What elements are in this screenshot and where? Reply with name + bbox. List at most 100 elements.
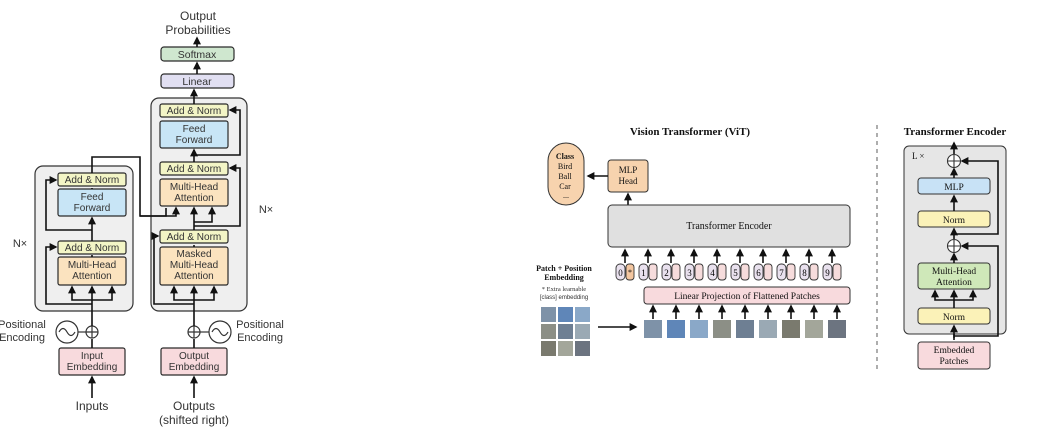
residual-add-icon-bottom: [946, 238, 962, 254]
patch-thumbnail: [644, 320, 662, 338]
patch-thumbnail: [828, 320, 846, 338]
encoder-block-lx: L ×: [912, 151, 925, 161]
embedded-patches-box: [917, 341, 991, 370]
patch-thumbnail: [736, 320, 754, 338]
linear-projection-label: Linear Projection of Flattened Patches: [674, 291, 820, 302]
token-row: 0 * 1 2 3 4 5 6 7 8 9: [615, 248, 842, 281]
position-embedding-1: [638, 263, 649, 281]
encoder-norm-bottom-label: Norm: [943, 313, 966, 323]
patch-sequence: [644, 304, 846, 338]
encoder-block-title: Transformer Encoder: [904, 126, 1007, 138]
patch-embedding-6: [763, 263, 773, 281]
patch-embedding-9: [832, 263, 842, 281]
position-embedding-5: [730, 263, 741, 281]
patch-embedding-8: [809, 263, 819, 281]
vit-diagram: Vision Transformer (ViT) Class Bird Ball…: [536, 126, 851, 356]
token-index-1: 1: [641, 268, 646, 278]
inputs-label: Inputs: [76, 399, 109, 413]
patch-thumbnail: [805, 320, 823, 338]
position-embedding-0: [615, 263, 626, 281]
linear-label: Linear: [182, 76, 212, 88]
image-grid-patch: [558, 341, 573, 356]
position-embedding-9: [822, 263, 833, 281]
encoder-add-norm-2-label: Add & Norm: [65, 175, 119, 186]
patch-embedding-5: [740, 263, 750, 281]
transformer-arrows: [45, 36, 241, 398]
decoder-multi-head-attention: [159, 178, 229, 207]
patch-embedding-3: [694, 263, 704, 281]
class-token-star: *: [628, 268, 632, 277]
encoder-mlp-label: MLP: [944, 183, 964, 193]
patch-embedding-1: [648, 263, 658, 281]
token-index-9: 9: [825, 268, 830, 278]
vit-transformer-encoder: [607, 204, 851, 248]
image-grid-patch: [575, 324, 590, 339]
image-grid-patch: [541, 307, 556, 322]
linear-projection-box: [643, 286, 851, 305]
decoder-add-norm-1-label: Add & Norm: [167, 232, 221, 243]
image-grid-patch: [575, 341, 590, 356]
image-grid-patch: [558, 324, 573, 339]
extra-embedding-note: * Extra learnable[class] embedding: [540, 286, 588, 301]
patch-embedding-7: [786, 263, 796, 281]
position-embedding-3: [684, 263, 695, 281]
position-embedding-8: [799, 263, 810, 281]
patch-embedding-4: [717, 263, 727, 281]
encoder-nx-label: N×: [13, 238, 27, 250]
token-index-8: 8: [802, 268, 807, 278]
encoder-stack: [34, 165, 134, 312]
position-embedding-6: [753, 263, 764, 281]
decoder-add-icon: [187, 325, 201, 339]
patch-thumbnail: [759, 320, 777, 338]
token-index-6: 6: [756, 268, 761, 278]
class-output-box: [547, 142, 585, 206]
vit-title: Vision Transformer (ViT): [630, 126, 751, 138]
position-embedding-2: [661, 263, 672, 281]
softmax-label: Softmax: [178, 49, 217, 61]
token-index-2: 2: [664, 268, 669, 278]
position-embedding-7: [776, 263, 787, 281]
image-grid-patch: [541, 324, 556, 339]
encoder-norm-top-label: Norm: [943, 216, 966, 226]
token-index-0: 0: [618, 268, 623, 278]
token-index-5: 5: [733, 268, 738, 278]
token-index-4: 4: [710, 268, 715, 278]
token-index-3: 3: [687, 268, 692, 278]
decoder-add-norm-2-label: Add & Norm: [167, 164, 221, 175]
encoder-block-diagram: Transformer Encoder L × MLP Norm Multi-H…: [903, 126, 1007, 370]
position-embedding-4: [707, 263, 718, 281]
image-grid-patch: [558, 307, 573, 322]
image-grid-patch: [575, 307, 590, 322]
patch-thumbnail: [782, 320, 800, 338]
input-image-grid: [541, 307, 590, 356]
image-grid-patch: [541, 341, 556, 356]
outputs-label: Outputs(shifted right): [159, 399, 229, 427]
residual-add-icon-top: [946, 153, 962, 169]
token-index-7: 7: [779, 268, 784, 278]
encoder-add-norm-1-label: Add & Norm: [65, 243, 119, 254]
patch-embedding-2: [671, 263, 681, 281]
decoder-feed-forward: [159, 120, 229, 149]
patch-thumbnail: [690, 320, 708, 338]
decoder-add-norm-3-label: Add & Norm: [167, 106, 221, 117]
vit-transformer-encoder-label: Transformer Encoder: [686, 221, 772, 232]
class-output-label: Class Bird Ball Car ...: [556, 152, 576, 200]
class-token-embedding: [625, 263, 635, 281]
decoder-nx-label: N×: [259, 204, 273, 216]
encoder-add-icon: [85, 325, 99, 339]
